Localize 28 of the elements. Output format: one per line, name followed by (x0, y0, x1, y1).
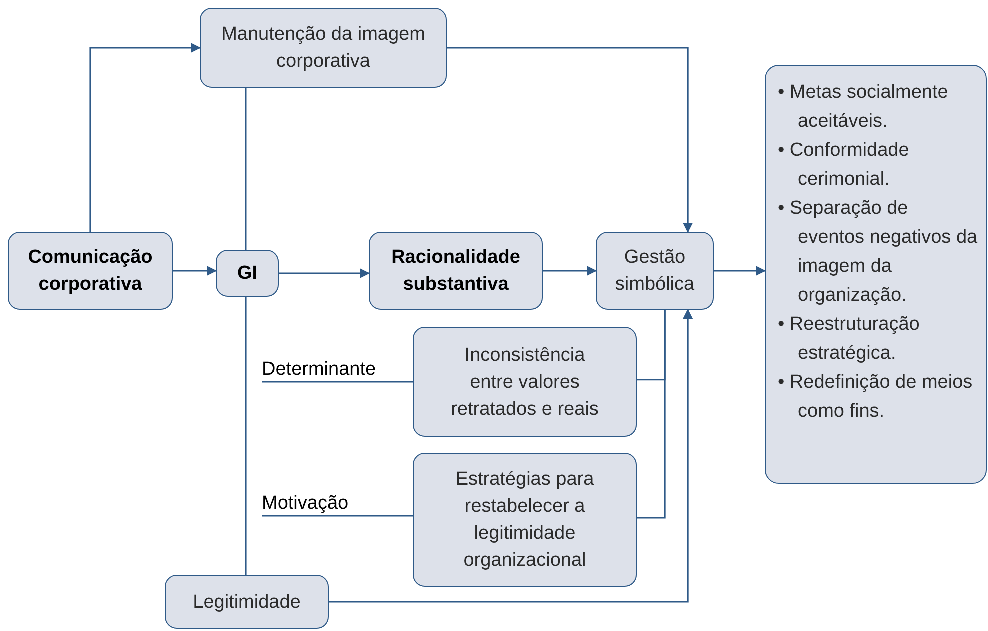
bullet-item: • Redefinição de meios como fins. (778, 371, 974, 424)
arrow (90, 43, 201, 232)
process-box: GI (216, 250, 279, 297)
bullet-item: • Reestruturação estratégica. (778, 313, 921, 366)
arrow (329, 309, 694, 603)
connector-line (262, 515, 413, 517)
process-box: Comunicação corporativa (8, 232, 173, 310)
arrow (714, 266, 766, 276)
bullet-item: • Conformidade cerimonial. (778, 139, 910, 192)
bullet-list-box (765, 65, 987, 484)
bullet-item: • Separação de eventos negativos da imagem da organização. (778, 197, 978, 308)
arrow (173, 266, 217, 276)
arrow (543, 266, 597, 276)
arrow (279, 268, 370, 278)
connector-line (245, 88, 247, 250)
arrow (447, 47, 694, 233)
connector-line (637, 310, 666, 519)
label-text: Determinante (262, 354, 408, 382)
connector-line (262, 381, 413, 383)
connector-line (245, 297, 247, 575)
process-box: Manutenção da imagem corporativa (200, 8, 447, 88)
process-box: Gestão simbólica (596, 232, 714, 310)
process-box: Estratégias para restabelecer a legitimidade organizacional (413, 453, 637, 587)
process-box: Racionalidade substantiva (369, 232, 543, 310)
process-box: Legitimidade (165, 575, 329, 629)
bullet-item: • Metas socialmente aceitáveis. (778, 81, 950, 134)
label-text: Motivação (262, 488, 372, 516)
process-box: Inconsistência entre valores retratados e reais (413, 327, 637, 437)
